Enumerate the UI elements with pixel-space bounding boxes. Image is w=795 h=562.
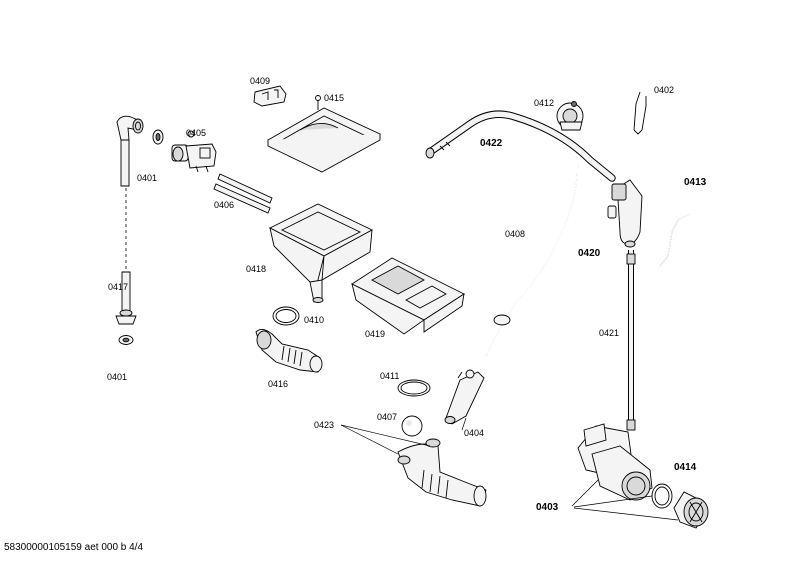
label-0416: 0416 (268, 379, 288, 389)
part-drain-pump (577, 423, 653, 501)
part-sensor (444, 369, 485, 425)
label-0420: 0420 (578, 248, 601, 259)
part-inlet-valve (171, 130, 217, 173)
part-small-bracket (253, 85, 287, 107)
part-hoses-pair (213, 173, 273, 214)
label-0418: 0418 (246, 264, 266, 274)
part-wire-rod (659, 213, 691, 267)
part-washer-0401a (152, 129, 164, 145)
leader-0423a (340, 424, 399, 455)
label-0409: 0409 (250, 76, 270, 86)
label-0407: 0407 (377, 412, 397, 422)
label-0414: 0414 (674, 462, 697, 473)
leader-0404 (461, 417, 467, 431)
label-0419: 0419 (365, 329, 385, 339)
part-pump-filter (673, 491, 709, 529)
leader-0403b (573, 495, 653, 508)
part-dispenser-lid-frame (267, 95, 381, 173)
label-0415: 0415 (324, 93, 344, 103)
part-long-hose (485, 147, 579, 357)
part-pressure-switch (556, 101, 584, 131)
part-detergent-drawer-housing (269, 203, 373, 303)
label-0404: 0404 (464, 428, 484, 438)
label-0405: 0405 (186, 128, 206, 138)
part-sump-hose (397, 438, 487, 507)
part-seal-ring-0410 (272, 306, 300, 326)
part-pressure-hose (626, 250, 636, 431)
part-detergent-drawer (351, 257, 465, 335)
part-pump-seal (651, 483, 673, 509)
part-air-chamber (607, 179, 643, 248)
label-0408: 0408 (505, 229, 525, 239)
part-overflow-tube (425, 110, 616, 182)
label-0417: 0417 (108, 282, 128, 292)
part-washer-0401b (118, 335, 134, 345)
leader-0423b (340, 424, 431, 447)
part-seal-ring-0411 (397, 379, 431, 397)
part-clip (633, 91, 647, 135)
label-0401a: 0401 (137, 173, 157, 183)
leader-0403c (573, 507, 679, 521)
document-footer-id: 58300000105159 aet 000 b 4/4 (4, 542, 144, 553)
label-0413: 0413 (684, 177, 707, 188)
label-0412: 0412 (534, 98, 554, 108)
label-0411: 0411 (380, 371, 399, 381)
part-drain-bellows (255, 329, 323, 373)
label-0403: 0403 (536, 502, 559, 513)
label-0421: 0421 (599, 328, 619, 338)
leader-0403a (571, 479, 599, 507)
part-hose-upper (116, 115, 144, 187)
label-0402: 0402 (654, 85, 674, 95)
part-ball (401, 415, 423, 437)
label-0401b: 0401 (107, 372, 127, 382)
label-0406: 0406 (214, 200, 234, 210)
label-0410: 0410 (304, 315, 324, 325)
part-hose-lower (115, 271, 137, 325)
label-0422: 0422 (480, 138, 503, 149)
label-0423: 0423 (314, 420, 334, 430)
